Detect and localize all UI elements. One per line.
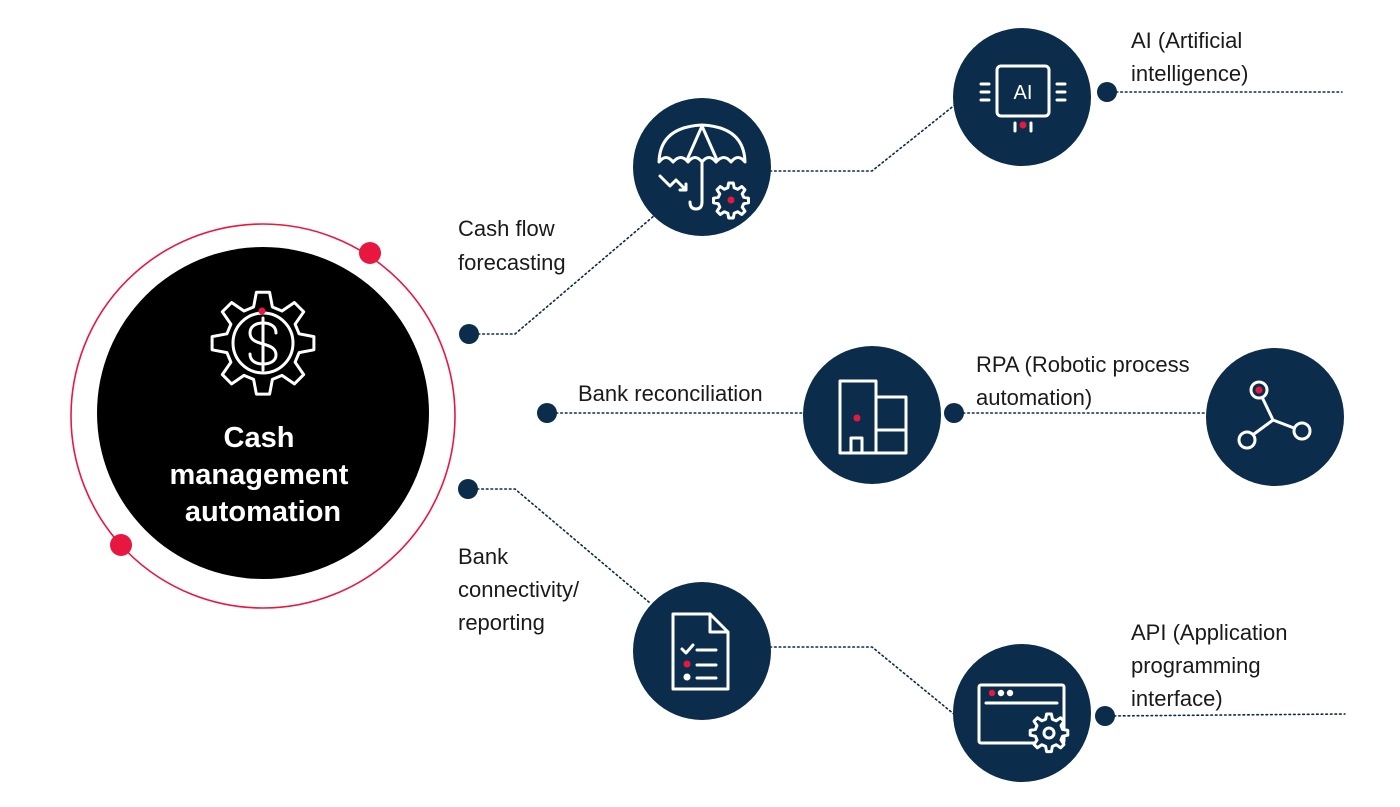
ai-label-line-1: AI (Artificial <box>1131 28 1242 53</box>
dot-bank-reconciliation <box>537 403 557 423</box>
bank-reconciliation-disc <box>803 346 941 484</box>
api-label: API (Application programming interface) <box>1131 620 1294 711</box>
short-building <box>874 395 908 455</box>
node-rpa: RPA (Robotic process automation) <box>976 348 1344 486</box>
rpa-label-line-1: RPA (Robotic process <box>976 352 1190 377</box>
browser-dot-2 <box>997 689 1005 697</box>
connector-api-tail <box>1104 713 1346 717</box>
connector-ai <box>769 103 957 172</box>
ai-label-line-2: intelligence) <box>1131 61 1248 86</box>
browser-gear <box>1028 712 1070 754</box>
browser-gear-hub <box>1042 726 1056 740</box>
umbrella-canopy <box>657 123 747 164</box>
node-bank-reconciliation: Bank reconciliation <box>578 346 941 484</box>
bank-connectivity-label-line-2: connectivity/ <box>458 577 580 602</box>
list-bullet-accent <box>683 660 691 668</box>
chip-accent-dot <box>1019 121 1027 129</box>
process-node-left <box>1237 430 1257 450</box>
umbrella-gear-icon <box>657 123 750 220</box>
process-link-left <box>1252 418 1275 436</box>
process-node-top-accent <box>1255 386 1263 394</box>
process-node-right <box>1292 421 1312 441</box>
gear-accent-dot <box>258 307 266 315</box>
bank-reconciliation-label: Bank reconciliation <box>578 381 763 406</box>
node-ai: AI AI (Artificial intelligence) <box>953 28 1248 166</box>
browser-frame <box>977 683 1066 745</box>
process-link-top <box>1260 395 1275 422</box>
api-label-line-3: interface) <box>1131 686 1223 711</box>
gear-outline <box>210 290 316 396</box>
rpa-label: RPA (Robotic process automation) <box>976 352 1196 410</box>
cash-flow-label-line-2: forecasting <box>458 250 566 275</box>
browser-dot-3 <box>1006 689 1014 697</box>
dot-bank-connectivity <box>458 479 478 499</box>
connectors <box>467 91 1346 717</box>
center-label-line-3: automation <box>185 496 341 528</box>
umbrella-rib-left <box>685 124 704 162</box>
connector-api <box>769 646 956 716</box>
process-link-right <box>1271 418 1296 430</box>
ai-disc <box>953 28 1091 166</box>
bank-connectivity-label-line-3: reporting <box>458 610 545 635</box>
rpa-disc <box>1206 348 1344 486</box>
chip-text: AI <box>1014 82 1033 104</box>
node-cash-flow-forecasting: Cash flow forecasting <box>458 98 771 275</box>
browser-dot-accent <box>988 689 996 697</box>
rpa-label-line-2: automation) <box>976 385 1092 410</box>
cash-flow-label-line-1: Cash flow <box>458 216 555 241</box>
ring-accent-dot-top <box>359 242 381 264</box>
ai-label: AI (Artificial intelligence) <box>1131 28 1248 86</box>
ring-accent-dot-bottom <box>110 534 132 556</box>
connector-bank-connectivity <box>467 488 651 604</box>
center-label-line-1: Cash <box>224 422 295 454</box>
building-door <box>849 436 864 455</box>
center-outer-ring <box>70 223 456 609</box>
building-accent-dot <box>853 414 861 422</box>
api-label-line-1: API (Application <box>1131 620 1288 645</box>
node-bank-connectivity: Bank connectivity/ reporting <box>458 544 771 720</box>
bank-connectivity-label: Bank connectivity/ reporting <box>458 544 585 635</box>
node-api: API (Application programming interface) <box>953 620 1294 782</box>
umbrella-handle <box>688 160 704 211</box>
bank-building-icon <box>838 379 908 455</box>
bank-reconciliation-label-line-1: Bank reconciliation <box>578 381 763 406</box>
document-outline <box>671 612 730 691</box>
dot-rpa <box>944 403 964 423</box>
trend-down-arrow <box>658 174 688 192</box>
check-mark <box>680 643 695 655</box>
document-fold <box>708 612 730 634</box>
chip-body <box>995 64 1051 118</box>
list-bullet <box>683 673 691 681</box>
checklist-document-icon <box>671 612 730 691</box>
center-node: Cash management automation <box>70 223 456 609</box>
dot-api <box>1095 706 1115 726</box>
api-disc <box>953 644 1091 782</box>
cash-flow-label: Cash flow forecasting <box>458 216 566 275</box>
center-label-line-2: management <box>170 459 349 491</box>
dot-ai <box>1097 82 1117 102</box>
bank-connectivity-label-line-1: Bank <box>458 544 509 569</box>
small-gear-accent-dot <box>727 196 735 204</box>
center-disc <box>97 247 429 579</box>
connector-cash-flow <box>468 214 656 335</box>
process-nodes-icon <box>1237 380 1312 450</box>
center-label: Cash management automation <box>170 422 357 528</box>
browser-window-gear-icon <box>977 683 1070 754</box>
ai-chip-icon: AI <box>979 64 1067 133</box>
gear-dollar-icon <box>210 290 316 396</box>
api-label-line-2: programming <box>1131 653 1261 678</box>
dot-cash-flow <box>459 324 479 344</box>
umbrella-rib-right <box>700 124 719 162</box>
small-gear <box>712 181 750 220</box>
connector-dots <box>458 82 1117 726</box>
